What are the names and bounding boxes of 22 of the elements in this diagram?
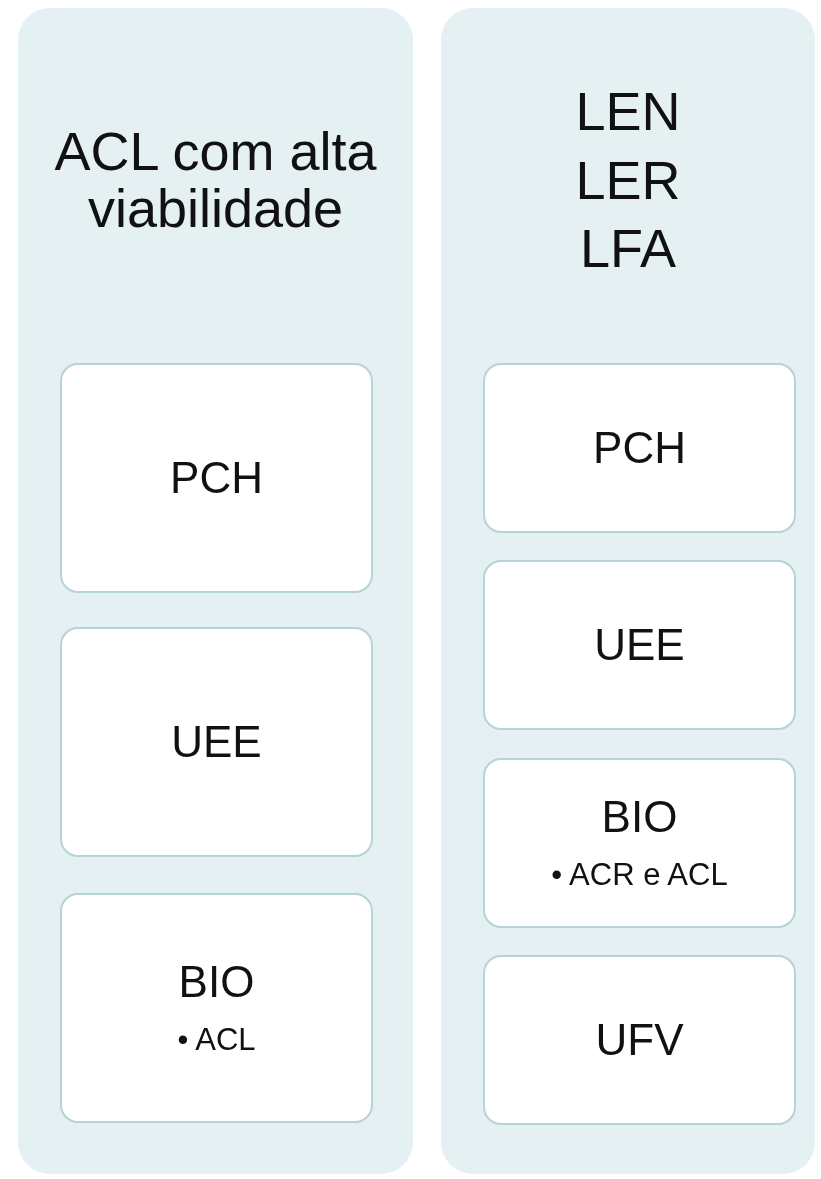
category-card bbox=[483, 363, 796, 533]
card-title: PCH bbox=[593, 423, 686, 473]
column-heading: ACL com alta viabilidade bbox=[53, 123, 378, 237]
column-heading: LEN bbox=[575, 82, 681, 140]
bullet-item: • ACR e ACL bbox=[551, 855, 728, 893]
card-title: BIO bbox=[601, 793, 678, 842]
column-heading: LER bbox=[575, 151, 681, 209]
column-heading: LFA bbox=[579, 220, 677, 278]
card-title: UEE bbox=[594, 620, 685, 670]
bullet-item: • ACL bbox=[177, 1020, 256, 1058]
category-card bbox=[483, 758, 796, 928]
category-card bbox=[483, 955, 796, 1125]
category-card bbox=[60, 363, 373, 593]
category-card bbox=[60, 627, 373, 857]
category-card bbox=[483, 560, 796, 730]
card-title: PCH bbox=[170, 453, 263, 503]
column-panel bbox=[18, 8, 413, 1174]
column-panel bbox=[441, 8, 815, 1174]
card-title: UEE bbox=[171, 717, 262, 767]
category-card bbox=[60, 893, 373, 1123]
card-title: BIO bbox=[178, 958, 255, 1007]
card-title: UFV bbox=[595, 1015, 684, 1065]
